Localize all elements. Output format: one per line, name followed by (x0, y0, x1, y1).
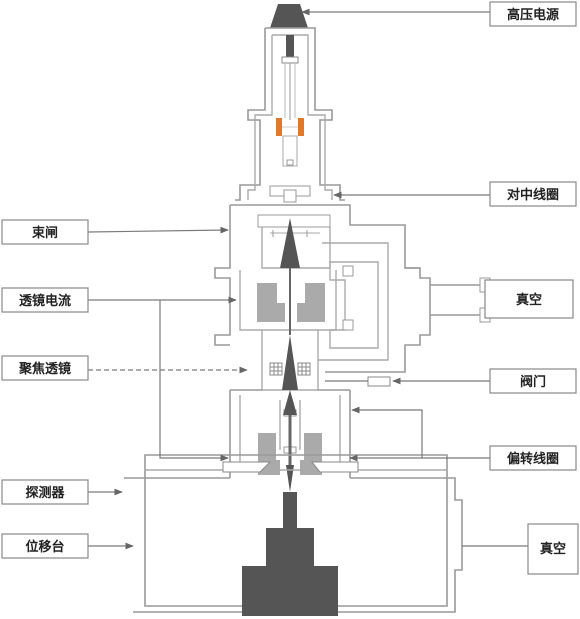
label-lens-current: 透镜电流 (1, 287, 89, 313)
label-focus-lens: 聚焦透镜 (1, 355, 89, 381)
electron-gun (235, 4, 345, 203)
label-deflection-coil: 偏转线圈 (489, 445, 577, 471)
stage-upper (266, 528, 314, 566)
filament-right (298, 118, 304, 136)
label-detector-text: 探测器 (25, 485, 65, 501)
label-beam-blanker-text: 束闸 (32, 225, 58, 241)
label-focus-lens-text: 聚焦透镜 (18, 361, 71, 377)
label-stage-text: 位移台 (25, 539, 64, 555)
label-vacuum-top-text: 真空 (516, 292, 542, 308)
electron-beam (280, 218, 300, 492)
label-valve: 阀门 (489, 368, 577, 394)
label-stage: 位移台 (1, 533, 89, 559)
label-valve-text: 阀门 (520, 374, 546, 390)
hv-connector (270, 4, 308, 28)
lens-coil-left (257, 283, 285, 322)
aperture-grids (269, 362, 311, 376)
label-deflection-coil-text: 偏转线圈 (507, 451, 559, 467)
label-high-voltage-text: 高压电源 (507, 7, 559, 23)
leader-lines (87, 8, 528, 550)
label-beam-blanker: 束闸 (1, 219, 89, 245)
label-vacuum-bottom-text: 真空 (540, 541, 566, 557)
label-high-voltage: 高压电源 (489, 1, 577, 27)
detector-plate-left (222, 461, 272, 473)
stage-lower (242, 566, 338, 616)
filament-left (276, 118, 282, 136)
label-lens-current-text: 透镜电流 (19, 293, 71, 309)
label-vacuum-bottom: 真空 (527, 523, 579, 575)
lens-coil-right (297, 283, 325, 322)
label-vacuum-top: 真空 (484, 279, 574, 319)
detector-plate-right (310, 461, 359, 473)
column-body (214, 204, 491, 478)
label-alignment-coil: 对中线圈 (489, 181, 577, 207)
sample-holder (283, 492, 297, 528)
label-alignment-coil-text: 对中线圈 (507, 187, 559, 203)
label-detector: 探测器 (1, 479, 89, 505)
valve-symbol (367, 376, 391, 387)
sample-chamber (124, 454, 463, 616)
